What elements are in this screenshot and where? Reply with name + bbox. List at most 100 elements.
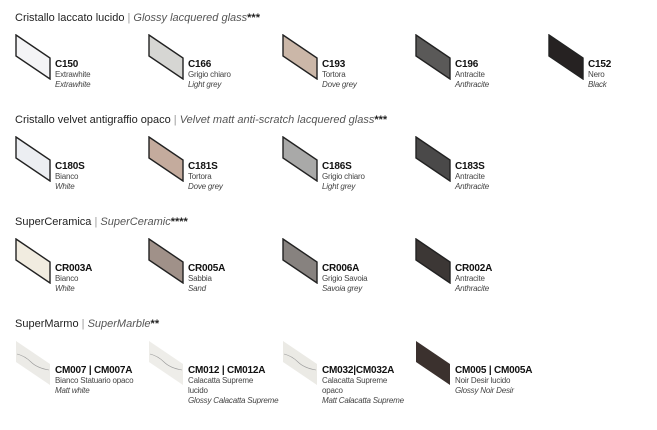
finish-name-it: Grigio chiaro (322, 172, 365, 181)
section-title: Cristallo laccato lucido | Glossy lacque… (15, 12, 260, 24)
finish-name-en: Glossy Noir Desir (455, 386, 514, 395)
finish-name-it: Grigio chiaro (188, 70, 231, 79)
swatch-icon (16, 341, 50, 385)
swatch-icon (15, 136, 51, 182)
swatch-icon (149, 341, 183, 385)
section-title: SuperCeramica | SuperCeramic**** (15, 216, 188, 228)
section-title: Cristallo velvet antigraffio opaco | Vel… (15, 114, 388, 126)
finish-name-it: Tortora (322, 70, 346, 79)
finish-code: C152 (588, 59, 612, 70)
finish-code: C183S (455, 161, 485, 172)
finish-code: C166 (188, 59, 212, 70)
title-en: SuperCeramic (100, 216, 171, 228)
finish-name-en: Sand (188, 284, 206, 293)
finish-name-it: Bianco (55, 274, 79, 283)
finish-name-it: Bianco Statuario opaco (55, 376, 134, 385)
title-it: Cristallo laccato lucido (15, 12, 125, 24)
title-it: Cristallo velvet antigraffio opaco (15, 114, 171, 126)
finish-name-en: Anthracite (455, 284, 490, 293)
swatch-icon (282, 34, 318, 80)
finish-code: CM012 | CM012A (188, 365, 266, 376)
finish-name-en: White (55, 284, 75, 293)
finish-code: C150 (55, 59, 79, 70)
title-en: SuperMarble (87, 318, 151, 330)
swatch-icon (416, 341, 450, 385)
finish-name-it: Noir Desir lucido (455, 376, 511, 385)
finish-code: C186S (322, 161, 352, 172)
finish-name-en: Dove grey (322, 80, 357, 89)
title-it: SuperCeramica (15, 216, 92, 228)
finish-name-it: Sabbia (188, 274, 212, 283)
finish-name-it: Antracite (455, 172, 485, 181)
finish-code: CM032|CM032A (322, 365, 395, 376)
finish-name-it: Calacatta Supreme opaco (322, 376, 388, 395)
finish-code: CR002A (455, 263, 493, 274)
title-stars: ** (150, 318, 160, 330)
finish-name-it: Extrawhite (55, 70, 91, 79)
swatch-icon (148, 136, 184, 182)
finish-name-it: Bianco (55, 172, 79, 181)
finish-name-en: Anthracite (455, 80, 490, 89)
finish-code: C180S (55, 161, 85, 172)
finish-name-it: Antracite (455, 274, 485, 283)
title-stars: *** (374, 114, 388, 126)
title-stars: *** (247, 12, 260, 24)
finish-code: C193 (322, 59, 346, 70)
swatch-icon (283, 341, 317, 385)
finish-name-it: Nero (588, 70, 605, 79)
finish-name-en: Glossy Calacatta Supreme (188, 396, 279, 405)
swatch-icon (415, 34, 451, 80)
swatch-icon (148, 238, 184, 284)
finish-name-en: Savoia grey (322, 284, 363, 293)
swatch-icon (415, 238, 451, 284)
finish-name-it: Antracite (455, 70, 485, 79)
finish-name-en: Light grey (322, 182, 356, 191)
swatch-icon (548, 34, 584, 80)
swatch-icon (148, 34, 184, 80)
title-en: Glossy lacquered glass (133, 12, 248, 24)
finish-name-it: Tortora (188, 172, 212, 181)
section-title: SuperMarmo | SuperMarble** (15, 318, 160, 330)
swatch-icon (15, 34, 51, 80)
finish-name-en: Matt white (55, 386, 90, 395)
swatch-icon (15, 238, 51, 284)
title-it: SuperMarmo (15, 318, 79, 330)
finish-name-en: Extrawhite (55, 80, 91, 89)
swatch-icon (282, 136, 318, 182)
finish-name-en: White (55, 182, 75, 191)
finish-code: C196 (455, 59, 479, 70)
finish-code: CM005 | CM005A (455, 365, 533, 376)
finish-code: CR005A (188, 263, 226, 274)
finish-name-it: Grigio Savoia (322, 274, 368, 283)
finish-name-it: Calacatta Supreme lucido (188, 376, 254, 395)
swatch-icon (415, 136, 451, 182)
finish-name-en: Anthracite (455, 182, 490, 191)
finish-code: CR006A (322, 263, 360, 274)
finish-name-en: Black (588, 80, 607, 89)
finish-code: CR003A (55, 263, 93, 274)
finish-name-en: Dove grey (188, 182, 223, 191)
finish-name-en: Matt Calacatta Supreme (322, 396, 404, 405)
title-stars: **** (170, 216, 188, 228)
finish-code: CM007 | CM007A (55, 365, 133, 376)
title-en: Velvet matt anti-scratch lacquered glass (179, 114, 375, 126)
finish-code: C181S (188, 161, 218, 172)
